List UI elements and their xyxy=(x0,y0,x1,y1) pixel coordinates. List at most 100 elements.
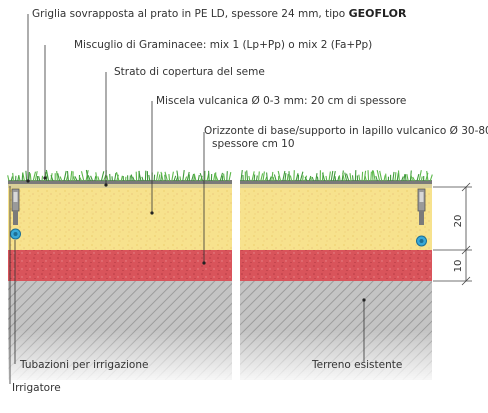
grass-blade xyxy=(213,173,216,182)
grass-blade xyxy=(325,175,328,182)
grass-blade xyxy=(182,170,185,182)
grass-blade xyxy=(251,171,255,182)
grass-blade xyxy=(176,170,179,182)
grass-blade xyxy=(12,172,14,182)
label-soil: Terreno esistente xyxy=(311,359,402,371)
grass-blade xyxy=(394,172,397,182)
grass-blade xyxy=(273,174,277,182)
grass-blade xyxy=(338,175,341,182)
dimension-lines xyxy=(433,182,472,286)
grass-blade xyxy=(90,175,94,182)
label-sprinkler: Irrigatore xyxy=(12,382,61,394)
grass-blade xyxy=(78,176,83,182)
grass-blade xyxy=(401,176,404,182)
grass-blade xyxy=(100,171,105,182)
grass-blade xyxy=(262,171,265,182)
grass-blade xyxy=(416,173,420,182)
grass-blade xyxy=(97,176,100,182)
grass-blade xyxy=(260,173,264,182)
grass-blade xyxy=(18,175,21,182)
grass-blade xyxy=(109,173,111,182)
grass-blade xyxy=(148,174,151,182)
sprinkler-right xyxy=(416,188,427,247)
grass-blade xyxy=(370,171,372,182)
grass-blade xyxy=(364,175,367,182)
grass-blade xyxy=(342,172,345,182)
grass-blade xyxy=(41,175,44,182)
leader-lines xyxy=(9,14,365,384)
seed-cover-layer-right xyxy=(240,183,432,188)
grass-blade xyxy=(226,171,228,182)
grass-blade xyxy=(32,171,37,182)
lapilli-layer-left xyxy=(8,250,232,281)
grass-blade xyxy=(361,171,364,182)
grass-blade xyxy=(22,172,25,182)
grass-blade xyxy=(115,171,120,182)
grass-blade xyxy=(295,173,299,182)
label-base-layer-2: spessore cm 10 xyxy=(212,138,295,150)
grass-blade xyxy=(371,170,374,182)
grass-blade xyxy=(219,172,224,182)
grass-blade xyxy=(7,175,10,182)
grass-blade xyxy=(199,172,204,182)
grass-blade xyxy=(425,172,429,182)
grass-blade xyxy=(429,174,433,182)
label-grid-brand: GEOFLOR xyxy=(349,7,407,20)
grass-blade xyxy=(282,170,286,182)
grass-blade xyxy=(255,175,258,182)
geoflor-grid-left xyxy=(8,180,232,184)
right-section xyxy=(240,169,433,382)
grass-blade xyxy=(10,176,13,182)
grass-blade xyxy=(277,170,282,182)
grass-blade xyxy=(379,170,383,182)
grass-blade xyxy=(351,175,354,182)
grass-blade xyxy=(406,173,409,182)
label-pipes: Tubazioni per irrigazione xyxy=(19,359,148,371)
grass-blade xyxy=(138,171,142,182)
grass-blade xyxy=(328,171,331,182)
grass-blade xyxy=(141,176,144,182)
grass-blade xyxy=(358,174,361,182)
grass-blade xyxy=(155,171,159,182)
grass-blade xyxy=(158,174,161,182)
grass-blade xyxy=(334,176,337,182)
grass-blade xyxy=(293,170,295,182)
grass-blade xyxy=(385,173,387,182)
grass-blade xyxy=(208,170,210,182)
grass-blade xyxy=(179,176,182,182)
grass-blade xyxy=(266,172,268,182)
grass-blade xyxy=(345,173,350,182)
grass-blade xyxy=(375,175,378,182)
grass-blade xyxy=(59,176,63,182)
dimension-lower: 10 xyxy=(453,260,464,273)
grass-blade xyxy=(308,175,312,182)
grass-blade xyxy=(74,176,78,182)
label-seed-mix: Miscuglio di Graminacee: mix 1 (Lp+Pp) o… xyxy=(74,39,372,51)
grass-blade xyxy=(25,170,28,182)
grass-blade xyxy=(191,173,195,182)
grass-blade xyxy=(87,174,91,182)
grass-blade xyxy=(70,170,73,182)
grass-blade xyxy=(332,170,336,182)
grass-blade xyxy=(66,171,69,182)
grass-blade xyxy=(363,170,367,182)
dimension-upper: 20 xyxy=(453,215,464,228)
grass-blade xyxy=(80,171,85,182)
grass-blade xyxy=(106,175,109,182)
grass-blade xyxy=(228,171,232,182)
grass-blade xyxy=(322,172,326,182)
grass-blade xyxy=(56,171,58,182)
grass-blade xyxy=(215,175,219,182)
grass-blade xyxy=(367,170,370,182)
grass-left xyxy=(7,169,232,182)
grass-blade xyxy=(173,175,177,182)
leader-dots xyxy=(26,176,366,302)
grass-blade xyxy=(246,170,249,182)
grass-blade xyxy=(38,176,41,182)
grass-blade xyxy=(289,175,293,182)
grass-blade xyxy=(248,175,251,182)
grass-blade xyxy=(311,176,315,182)
grass-blade xyxy=(120,175,123,182)
grass-blade xyxy=(372,170,376,182)
